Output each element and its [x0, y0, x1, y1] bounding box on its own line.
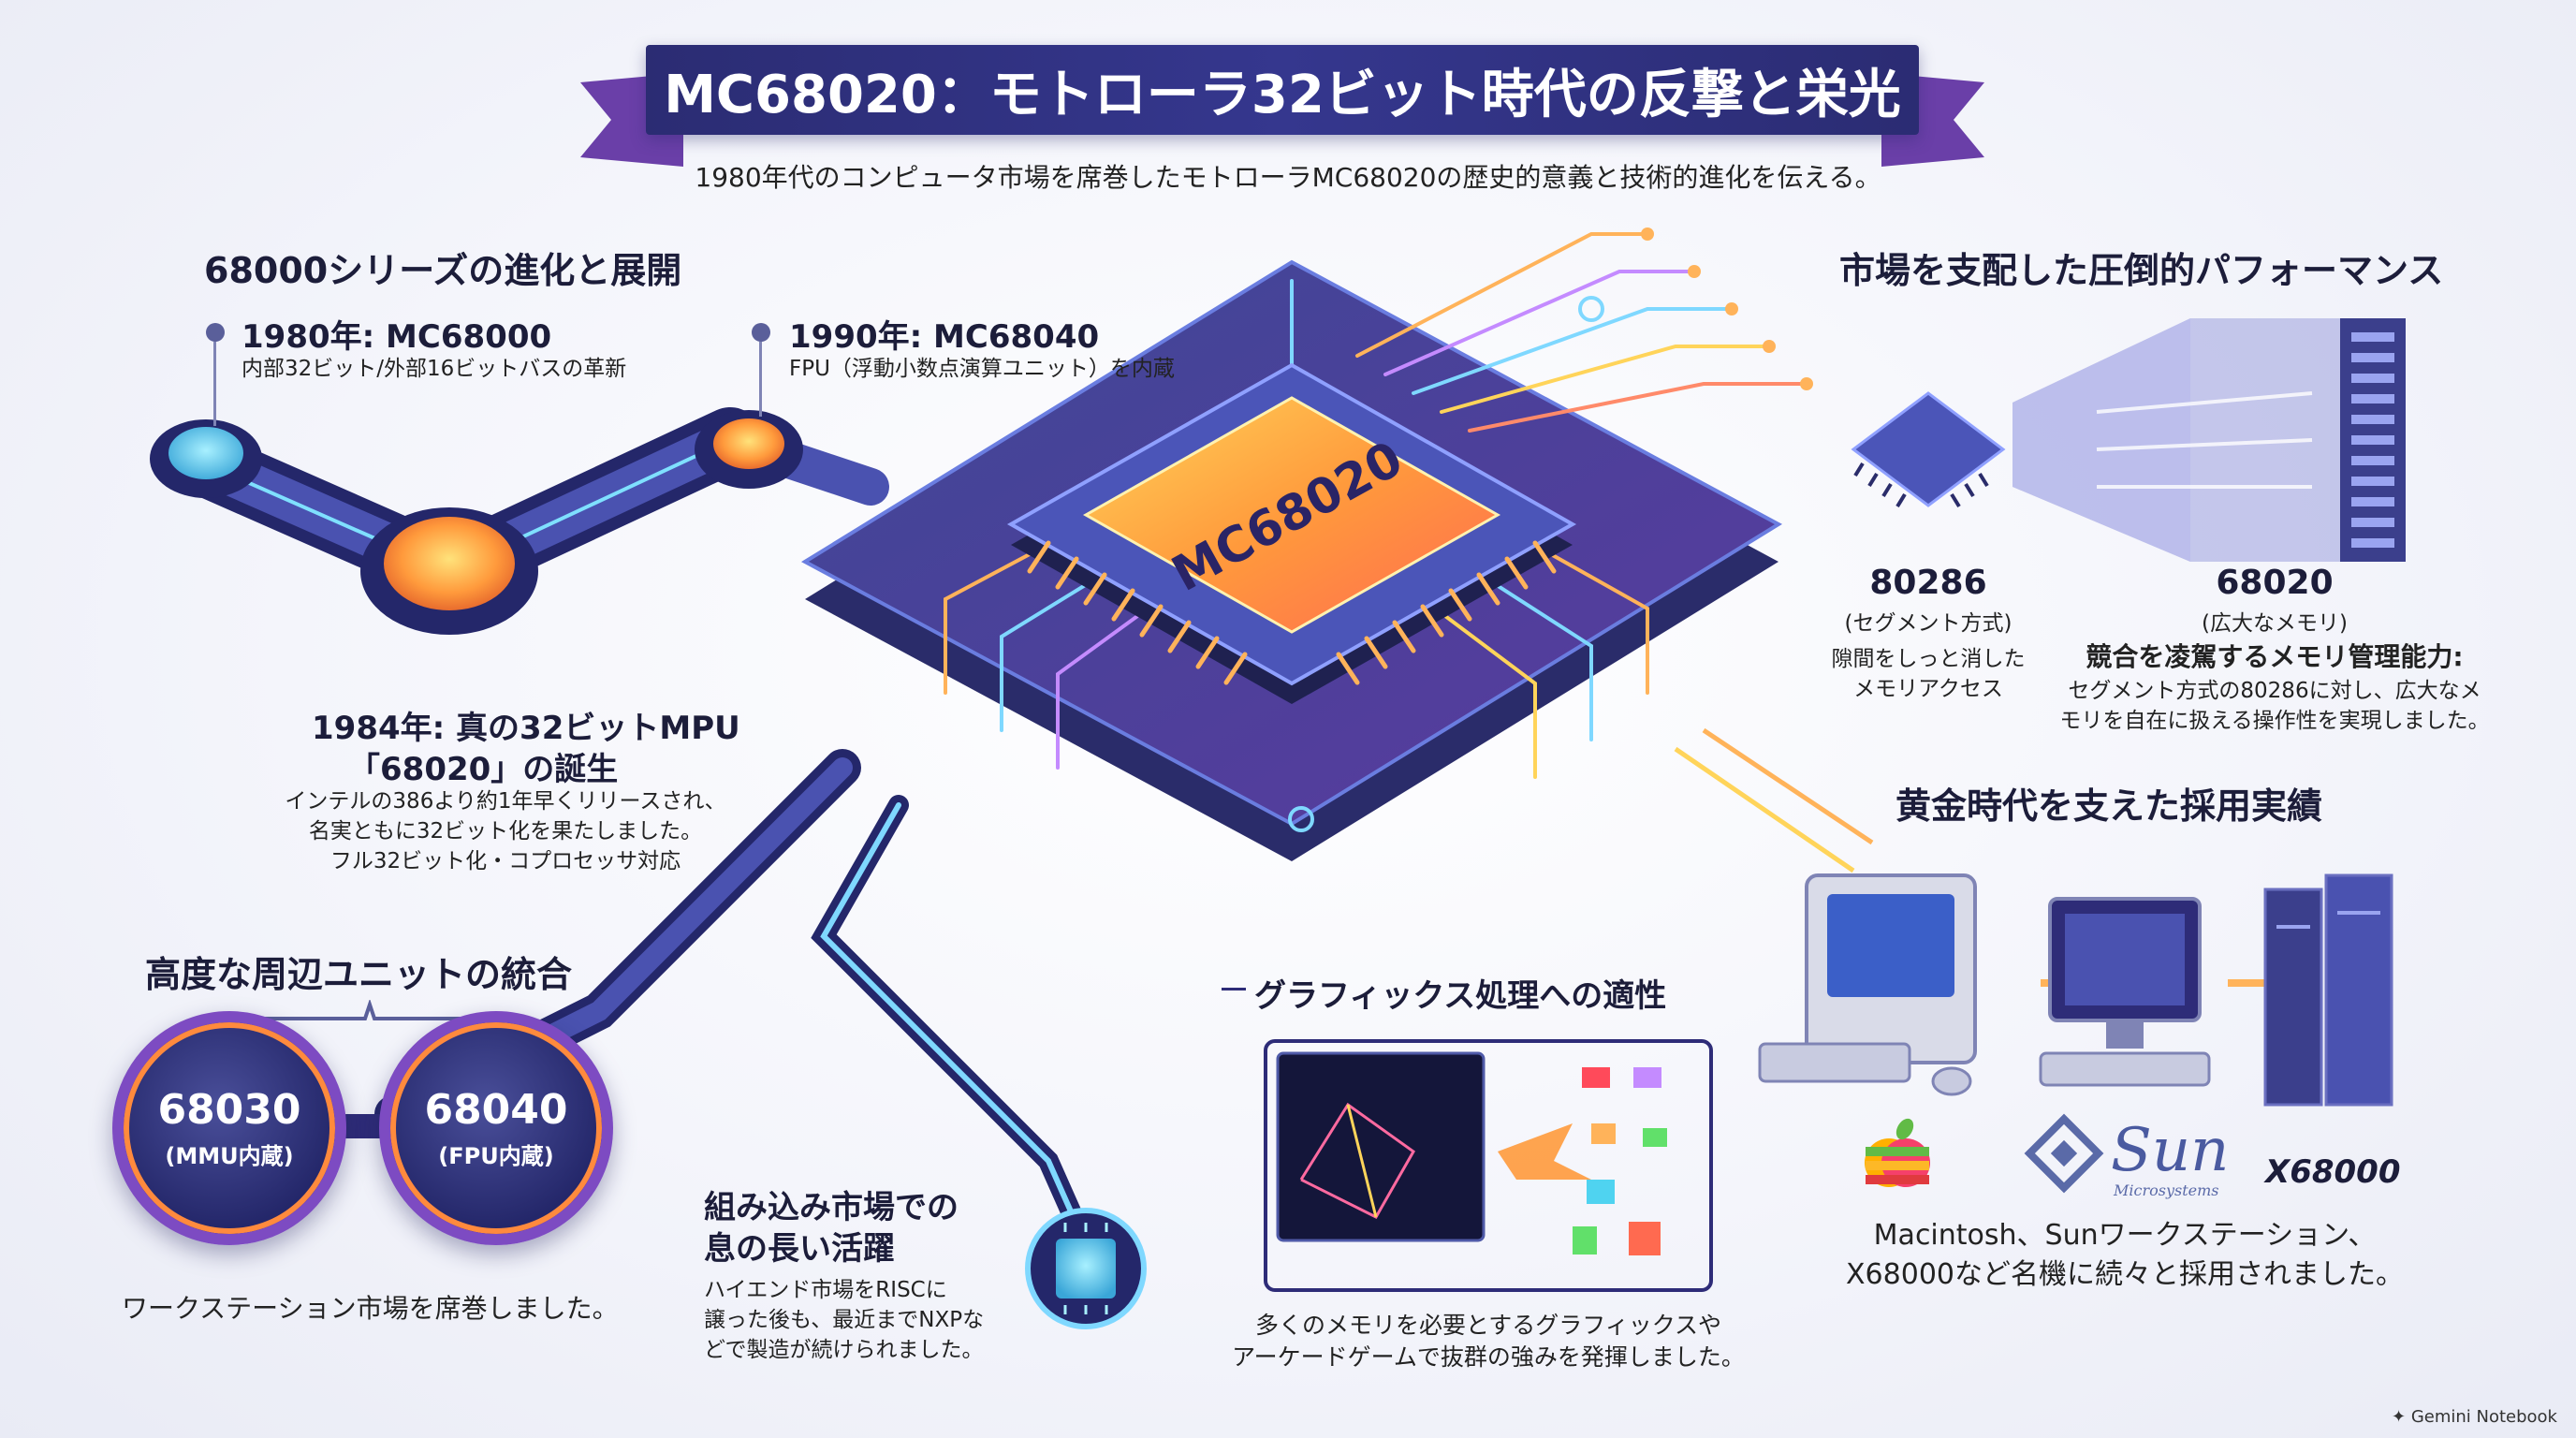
embedded-heading-1: 組み込み市場での [704, 1189, 959, 1226]
pin-1980 [206, 323, 225, 342]
milestone-1990-title: 1990年: MC68040 [789, 318, 1100, 356]
cpu-68020-sub: (広大なメモリ) [2202, 611, 2348, 636]
graphics-desc-2: アーケードゲームで抜群の強みを発揮しました。 [1232, 1343, 1745, 1371]
x68000-icon [2263, 873, 2393, 1107]
peripherals-heading: 高度な周辺ユニットの統合 [145, 954, 573, 995]
pin-line-1990 [759, 342, 762, 417]
cpu-68020-name: 68020 [2216, 564, 2334, 602]
macintosh-icon [1758, 873, 1977, 1096]
unit-68030-name: 68030 [157, 1086, 301, 1134]
pin-line-1980 [213, 342, 216, 426]
milestone-1980-title: 1980年: MC68000 [242, 318, 552, 356]
peripherals-desc: ワークステーション市場を席巻しました。 [122, 1293, 619, 1324]
unit-68030-circle: 68030 (MMU内蔵) [112, 1011, 346, 1245]
unit-68040-circle: 68040 (FPU内蔵) [379, 1011, 613, 1245]
milestone-1984-title-1: 1984年: 真の32ビットMPU [312, 710, 740, 747]
unit-68040-name: 68040 [424, 1086, 568, 1134]
embedded-desc-3: どで製造が続けられました。 [704, 1338, 984, 1362]
adoption-desc-1: Macintosh、Sunワークステーション、 [1873, 1219, 2377, 1252]
sun-logo-subtext: Microsystems [2114, 1181, 2219, 1199]
footer-brand-text: Gemini Notebook [2410, 1407, 2557, 1427]
milestone-1990-desc: FPU（浮動小数点演算ユニット）を内蔵 [789, 357, 1175, 381]
embedded-desc-1: ハイエンド市場をRISCに [704, 1278, 947, 1302]
cpu-80286-desc-2: メモリアクセス [1853, 677, 2003, 701]
cpu-80286-desc-1: 隙間をしっと消した [1831, 647, 2026, 671]
page-subtitle: 1980年代のコンピュータ市場を席巻したモトローラMC68020の歴史的意義と技… [695, 162, 1881, 193]
graphics-desc-1: 多くのメモリを必要とするグラフィックスや [1254, 1312, 1721, 1339]
sun-logo-icon [2024, 1113, 2104, 1194]
milestone-1984-desc-1: インテルの386より約1年早くリリースされ、 [285, 789, 726, 814]
x68000-logo-text: X68000 [2265, 1153, 2401, 1191]
pin-1990 [752, 323, 770, 342]
sun-workstation-icon [2039, 897, 2211, 1087]
sun-logo-text: Sun [2111, 1116, 2230, 1185]
arcade-sprite-icons [1573, 1067, 1667, 1255]
milestone-1984-title-2: 「68020」の誕生 [348, 751, 619, 788]
chip-80286-icon [1851, 391, 2006, 507]
cpu-68020-desc-1: セグメント方式の80286に対し、広大なメ [2068, 679, 2481, 703]
milestone-1980-desc: 内部32ビット/外部16ビットバスの革新 [242, 357, 627, 381]
milestone-1984-desc-2: 名実ともに32ビット化を果たしました。 [308, 819, 703, 844]
embedded-heading-2: 息の長い活躍 [704, 1230, 895, 1268]
embedded-desc-2: 譲った後も、最近までNXPな [704, 1308, 985, 1332]
cpu-68020-desc-2: モリを自在に扱える操作性を実現しました。 [2059, 709, 2490, 733]
graphics-heading: グラフィックス処理への適性 [1254, 977, 1667, 1015]
sparkle-icon: ✦ [2392, 1407, 2411, 1427]
adoption-heading: 黄金時代を支えた採用実績 [1895, 785, 2323, 827]
unit-68030-sub: (MMU内蔵) [165, 1143, 294, 1169]
apple-logo-icon [1865, 1118, 1930, 1187]
page-title-text: MC68020：モトローラ32ビット時代の反撃と栄光 [664, 64, 1901, 125]
milestone-1984-desc-3: フル32ビット化・コプロセッサ対応 [329, 849, 681, 873]
evolution-heading: 68000シリーズの進化と展開 [204, 250, 682, 291]
cpu-80286-name: 80286 [1869, 564, 1987, 602]
cpu-68020-desc-title: 競合を凌駕するメモリ管理能力: [2086, 641, 2464, 672]
page-title: MC68020：モトローラ32ビット時代の反撃と栄光 [646, 45, 1919, 135]
graphics-panel [1264, 1039, 1713, 1292]
cpu-80286-sub: (セグメント方式) [1844, 611, 2012, 636]
footer-brand: ✦ Gemini Notebook [2392, 1407, 2557, 1427]
graphics-heading-dash [1222, 988, 1246, 990]
performance-heading: 市場を支配した圧倒的パフォーマンス [1839, 250, 2444, 291]
graphics-wireframe-icon [1276, 1051, 1591, 1242]
unit-68040-sub: (FPU内蔵) [438, 1143, 554, 1169]
adoption-desc-2: X68000など名機に続々と採用されました。 [1846, 1258, 2404, 1291]
